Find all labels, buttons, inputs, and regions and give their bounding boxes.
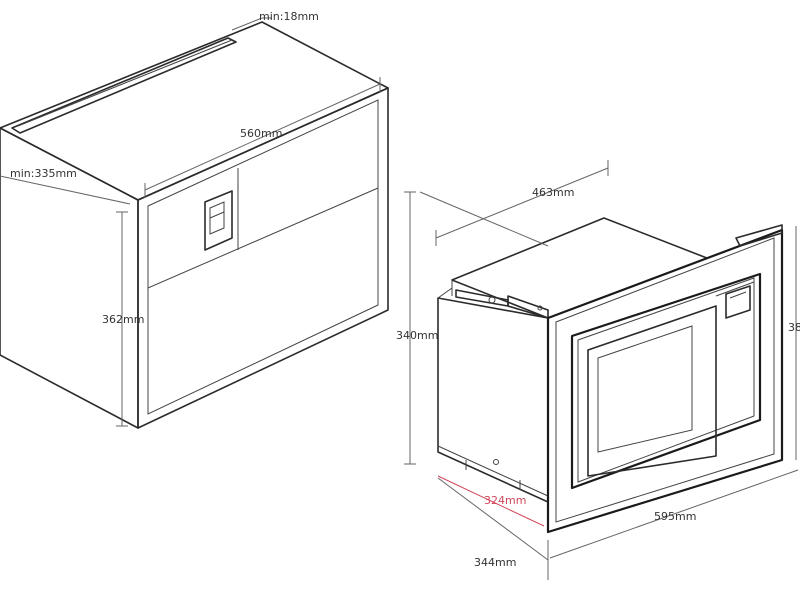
label-344mm: 344mm xyxy=(474,556,516,569)
label-38-partial: 38 xyxy=(788,321,800,334)
label-324mm: 324mm xyxy=(484,494,526,507)
cabinet-drawing: min:18mm 560mm min:335mm 362mm xyxy=(0,10,389,429)
label-min-335mm: min:335mm xyxy=(10,167,77,180)
door-window xyxy=(587,305,717,477)
microwave-drawing: 463mm 340mm 38 324mm 595mm 344mm xyxy=(396,160,800,580)
label-463mm: 463mm xyxy=(532,186,574,199)
label-340mm: 340mm xyxy=(396,329,438,342)
socket-box xyxy=(204,168,239,251)
top-bracket xyxy=(455,289,549,319)
control-panel xyxy=(715,281,755,319)
label-362mm: 362mm xyxy=(102,313,144,326)
label-min-18mm: min:18mm xyxy=(259,10,319,23)
label-595mm: 595mm xyxy=(654,510,696,523)
label-560mm: 560mm xyxy=(240,127,282,140)
